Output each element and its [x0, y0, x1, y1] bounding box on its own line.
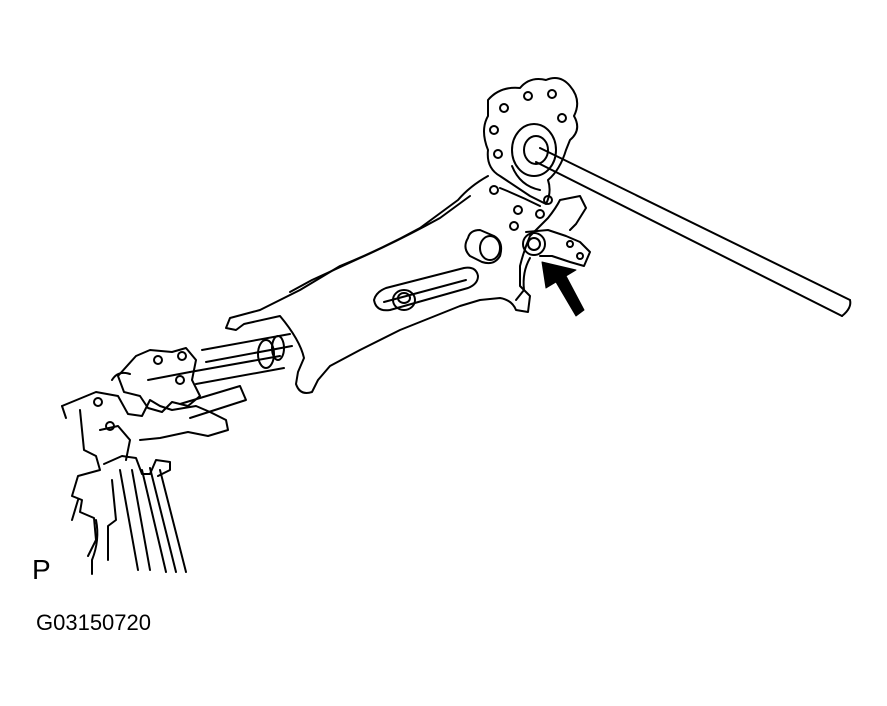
left-clevis: [111, 347, 201, 413]
view-label: P: [32, 554, 51, 585]
bracket-arm: [225, 175, 587, 394]
linkage-rods: [179, 333, 293, 419]
slot-guide: [373, 266, 479, 312]
shift-rod: [535, 147, 852, 317]
mounting-flange: [483, 77, 579, 205]
arrow-icon: [541, 261, 585, 317]
roller-bushing: [464, 229, 503, 265]
transmission-housing: [61, 391, 229, 575]
lever-nut: [515, 229, 591, 301]
figure-code: G03150720: [36, 610, 151, 635]
